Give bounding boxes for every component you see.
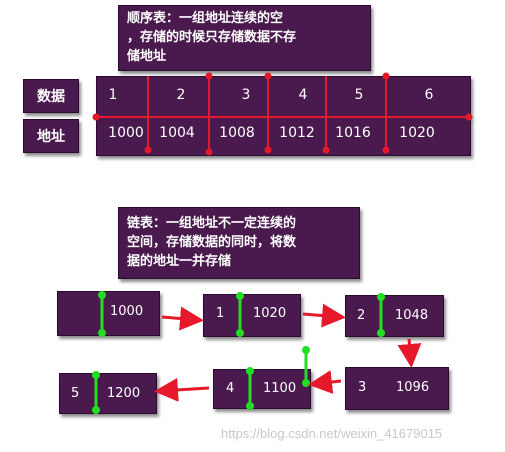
node-2-data: 2 xyxy=(357,308,366,323)
watermark: https://blog.csdn.net/weixin_41679015 xyxy=(221,426,443,441)
node-head-next: 1000 xyxy=(110,304,144,319)
seq-data-cell-6: 6 xyxy=(424,87,434,103)
seq-addr-cell-5: 1016 xyxy=(335,125,371,141)
link-note-line-1: 链表：一组地址不一定连续的 xyxy=(127,216,297,231)
seq-data-cell-5: 5 xyxy=(354,87,364,103)
seq-addr-cell-2: 1004 xyxy=(159,125,195,141)
seq-addr-cell-1: 1000 xyxy=(108,125,144,141)
node-5: 5 1200 xyxy=(59,373,157,414)
sequential-list-note: 顺序表：一组地址连续的空 ，存储的时候只存储数据不存 储地址 xyxy=(118,5,371,71)
node-green-dots xyxy=(92,291,385,414)
address-row-label: 地址 xyxy=(23,119,79,153)
arrow-node1-to-node2 xyxy=(302,303,346,328)
node-2: 2 1048 xyxy=(345,295,444,337)
seq-note-line-2: ，存储的时候只存储数据不存 xyxy=(127,30,297,45)
node-5-data: 5 xyxy=(71,386,80,401)
node-4-data: 4 xyxy=(226,381,235,396)
seq-data-cell-1: 1 xyxy=(108,87,118,103)
node-3: 3 1096 xyxy=(345,367,449,410)
node-4: 4 1100 xyxy=(213,369,311,409)
node-4-next: 1100 xyxy=(263,381,297,396)
node-1-next: 1020 xyxy=(253,306,287,321)
link-arrows xyxy=(154,303,422,402)
arrow-head-to-node1 xyxy=(161,306,204,331)
seq-addr-cell-6: 1020 xyxy=(399,125,435,141)
seq-addr-cell-3: 1008 xyxy=(219,125,255,141)
arrow-node2-to-node3 xyxy=(397,338,422,368)
node-5-next: 1200 xyxy=(107,386,141,401)
seq-note-line-3: 储地址 xyxy=(127,49,167,64)
node-1-data: 1 xyxy=(216,306,225,321)
node-3-next: 1096 xyxy=(396,380,430,395)
seq-note-line-1: 顺序表：一组地址连续的空 xyxy=(127,11,284,26)
seq-red-lines xyxy=(96,76,469,152)
seq-red-dots xyxy=(92,72,473,156)
node-green-dividers xyxy=(94,295,383,410)
seq-data-cell-2: 2 xyxy=(176,87,186,103)
data-row-label: 数据 xyxy=(23,79,79,113)
arrow-node4-to-node5 xyxy=(154,377,210,402)
linked-list-note: 链表：一组地址不一定连续的 空间，存储数据的同时，将数 据的地址一并存储 xyxy=(118,207,360,279)
seq-addr-cell-4: 1012 xyxy=(279,125,315,141)
node-head: 1000 xyxy=(57,291,160,336)
seq-data-cell-3: 3 xyxy=(241,87,251,103)
node-1: 1 1020 xyxy=(203,294,301,337)
seq-data-cell-4: 4 xyxy=(298,87,308,103)
node-3-data: 3 xyxy=(358,380,367,395)
arrow-node3-to-node4 xyxy=(308,370,342,394)
link-note-line-3: 据的地址一并存储 xyxy=(127,254,232,269)
node-2-next: 1048 xyxy=(395,308,429,323)
link-note-line-2: 空间，存储数据的同时，将数 xyxy=(127,235,297,250)
